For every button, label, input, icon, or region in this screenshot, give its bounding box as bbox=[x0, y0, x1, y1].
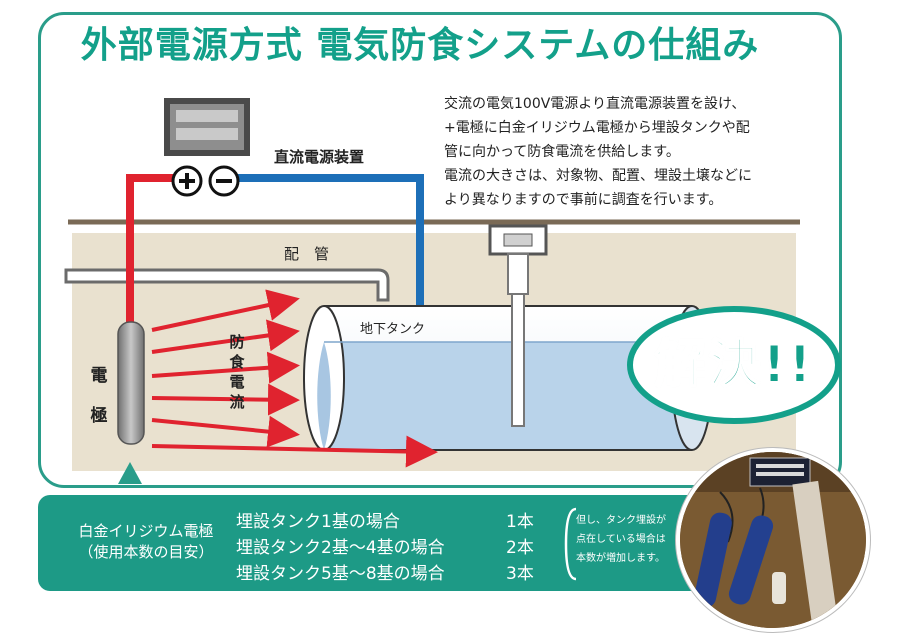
note-bracket bbox=[564, 507, 577, 581]
resolved-badge bbox=[627, 306, 841, 424]
note-line: 本数が増加します。 bbox=[576, 553, 665, 564]
usage-row-case: 埋設タンク1基の場合 bbox=[236, 512, 400, 532]
dc-power-unit-label: 直流電源装置 bbox=[274, 148, 365, 166]
tank-gauge-pipe bbox=[488, 224, 548, 427]
protection-current-char: 電 bbox=[229, 373, 245, 391]
page-title: 外部電源方式 電気防食システムの仕組み bbox=[80, 25, 760, 66]
plus-terminal-icon bbox=[171, 165, 203, 197]
current-arrow bbox=[151, 383, 300, 416]
note-line: 但し、タンク埋設が bbox=[576, 515, 666, 526]
protection-current-char: 食 bbox=[229, 353, 245, 371]
minus-terminal-icon bbox=[208, 165, 240, 197]
protection-current-char: 防 bbox=[229, 333, 245, 351]
electrode-photo bbox=[676, 448, 870, 632]
protection-current-char: 流 bbox=[229, 393, 245, 411]
callout-pointer bbox=[118, 462, 142, 484]
description-line: +電極に白金イリジウム電極から埋設タンクや配 bbox=[444, 120, 750, 136]
electrode-rod bbox=[117, 321, 145, 445]
current-arrow bbox=[151, 435, 438, 468]
description-line: より異なりますので事前に調査を行います。 bbox=[444, 192, 723, 208]
current-arrow bbox=[151, 415, 300, 448]
note-line: 点在している場合は bbox=[576, 534, 666, 545]
pipe bbox=[64, 268, 390, 302]
pipe-label: 配 管 bbox=[284, 245, 330, 263]
electrode-photo-image bbox=[680, 452, 866, 628]
description-line: 管に向かって防食電流を供給します。 bbox=[444, 144, 680, 160]
protection-current-arrows bbox=[151, 289, 438, 468]
usage-row-count: 2本 bbox=[506, 538, 534, 558]
current-arrow bbox=[151, 351, 300, 384]
usage-row-count: 3本 bbox=[506, 564, 534, 584]
description-line: 交流の電気100V電源より直流電源装置を設け、 bbox=[444, 96, 746, 112]
electrode-label: 電 極 bbox=[88, 356, 110, 436]
current-arrow bbox=[151, 319, 300, 354]
protection-current-label: 防 食 電 流 bbox=[226, 332, 248, 412]
electrode-usage-heading: 白金イリジウム電極 （使用本数の目安） bbox=[56, 521, 236, 563]
current-arrow bbox=[151, 289, 300, 332]
usage-row-count: 1本 bbox=[506, 512, 534, 532]
electrode-label-char: 電 bbox=[90, 366, 108, 386]
electrode-usage-panel: 白金イリジウム電極 （使用本数の目安） 埋設タンク1基の場合 1本 埋設タンク2… bbox=[38, 495, 728, 591]
usage-row-case: 埋設タンク5基～8基の場合 bbox=[236, 564, 445, 584]
positive-wire bbox=[126, 174, 178, 328]
electrode-label-char: 極 bbox=[90, 406, 108, 426]
usage-note: 但し、タンク埋設が 点在している場合は 本数が増加します。 bbox=[576, 511, 704, 568]
resolved-text: 解決!! bbox=[653, 334, 814, 396]
dc-power-unit bbox=[164, 98, 250, 156]
description: 交流の電気100V電源より直流電源装置を設け、 +電極に白金イリジウム電極から埋… bbox=[444, 92, 806, 212]
usage-row-case: 埋設タンク2基～4基の場合 bbox=[236, 538, 445, 558]
heading-line: （使用本数の目安） bbox=[78, 543, 214, 561]
negative-wire bbox=[234, 174, 424, 306]
tank-label: 地下タンク bbox=[360, 322, 426, 337]
description-line: 電流の大きさは、対象物、配置、埋設土壌などに bbox=[444, 168, 752, 184]
heading-line: 白金イリジウム電極 bbox=[78, 522, 214, 540]
